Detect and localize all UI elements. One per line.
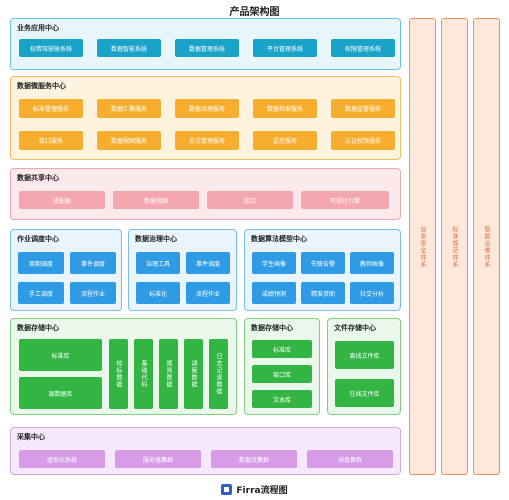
- algorithm-item-4[interactable]: 成绩预测: [252, 282, 296, 304]
- collection-center: 采集中心 虚拟化系统 服务器集群 数据流集群 消息集群: [10, 427, 401, 475]
- sharing-item-3[interactable]: 接口: [207, 191, 293, 209]
- microservice-item-3[interactable]: 数据治理服务: [175, 99, 239, 118]
- data-governance-center: 数据治理中心 治理工具 事件调度 标准化 流程作业: [128, 229, 237, 311]
- file-storage-item-1[interactable]: 离线文件库: [335, 341, 394, 369]
- microservice-item-7[interactable]: 数据视图服务: [97, 131, 161, 150]
- job-scheduling-center: 作业调度中心 周期调度 事件调度 手工调度 流程作业: [10, 229, 122, 311]
- business-item-4[interactable]: 平台管理系统: [253, 39, 317, 57]
- sharing-item-1[interactable]: 适配器: [19, 191, 105, 209]
- storage2-item-2[interactable]: 接口库: [252, 365, 312, 383]
- algorithm-item-1[interactable]: 学生画像: [252, 252, 296, 274]
- scheduling-item-1[interactable]: 周期调度: [18, 252, 64, 274]
- storage-vertical-3[interactable]: 规则数据: [159, 339, 178, 409]
- data-storage-center-title: 数据存储中心: [17, 324, 59, 332]
- pillar-standards[interactable]: 标准规范体系: [441, 18, 468, 475]
- pillar-operations[interactable]: 智能运维体系: [473, 18, 500, 475]
- collection-item-1[interactable]: 虚拟化系统: [19, 450, 105, 468]
- collection-item-4[interactable]: 消息集群: [307, 450, 393, 468]
- storage2-item-1[interactable]: 标准库: [252, 340, 312, 358]
- storage-vertical-2[interactable]: 基础代码: [134, 339, 153, 409]
- file-storage-item-2[interactable]: 在线文件库: [335, 379, 394, 407]
- data-sharing-center: 数据共享中心 适配器 数据视图 接口 可视化引擎: [10, 168, 401, 220]
- storage-source-db[interactable]: 源数据库: [19, 377, 102, 409]
- algorithm-item-5[interactable]: 精准资助: [301, 282, 345, 304]
- algorithm-item-6[interactable]: 社交分析: [350, 282, 394, 304]
- pillar-standards-label: 标准规范体系: [451, 225, 458, 268]
- business-app-center-title: 业务应用中心: [17, 24, 59, 32]
- microservice-item-2[interactable]: 数据汇聚服务: [97, 99, 161, 118]
- pillar-security-label: 信息安全体系: [419, 225, 426, 268]
- storage-vertical-4[interactable]: 调度数据: [184, 339, 203, 409]
- pillar-security[interactable]: 信息安全体系: [409, 18, 436, 475]
- algorithm-item-3[interactable]: 教师画像: [350, 252, 394, 274]
- business-app-center: 业务应用中心 校情驾驶舱系统 数据智能系统 数据管理系统 平台管理系统 权限管理…: [10, 18, 401, 70]
- data-sharing-center-title: 数据共享中心: [17, 174, 59, 182]
- collection-item-2[interactable]: 服务器集群: [115, 450, 201, 468]
- storage-vertical-1[interactable]: 校标数据: [109, 339, 128, 409]
- page-title: 产品架构图: [229, 7, 280, 18]
- business-item-5[interactable]: 权限管理系统: [331, 39, 395, 57]
- data-storage-center-2-title: 数据存储中心: [251, 324, 293, 332]
- governance-item-1[interactable]: 治理工具: [136, 252, 180, 274]
- microservice-item-6[interactable]: 接口服务: [19, 131, 83, 150]
- microservice-item-4[interactable]: 数据检索服务: [253, 99, 317, 118]
- scheduling-item-3[interactable]: 手工调度: [18, 282, 64, 304]
- governance-item-4[interactable]: 流程作业: [186, 282, 230, 304]
- file-storage-center-title: 文件存储中心: [334, 324, 376, 332]
- algorithm-item-2[interactable]: 失联告警: [301, 252, 345, 274]
- job-scheduling-center-title: 作业调度中心: [17, 235, 59, 243]
- business-item-1[interactable]: 校情驾驶舱系统: [19, 39, 83, 57]
- data-storage-center-2: 数据存储中心 标准库 接口库 文本库: [244, 318, 320, 415]
- sharing-item-4[interactable]: 可视化引擎: [301, 191, 389, 209]
- firra-logo-icon: [221, 484, 233, 495]
- footer-brand-text: Firra流程图: [236, 486, 288, 496]
- microservice-item-8[interactable]: 日志管理服务: [175, 131, 239, 150]
- business-item-2[interactable]: 数据智能系统: [97, 39, 161, 57]
- algorithm-model-center-title: 数据算法模型中心: [251, 235, 307, 243]
- microservice-item-5[interactable]: 数据监管服务: [331, 99, 395, 118]
- collection-center-title: 采集中心: [17, 433, 45, 441]
- governance-item-3[interactable]: 标准化: [136, 282, 180, 304]
- microservice-item-10[interactable]: 认证权限服务: [331, 131, 395, 150]
- footer-brand: Firra流程图: [0, 483, 509, 496]
- file-storage-center: 文件存储中心 离线文件库 在线文件库: [327, 318, 401, 415]
- microservice-item-9[interactable]: 监控服务: [253, 131, 317, 150]
- scheduling-item-4[interactable]: 流程作业: [70, 282, 116, 304]
- storage-standard-lib[interactable]: 标准库: [19, 339, 102, 371]
- data-storage-center: 数据存储中心 标准库 源数据库 校标数据 基础代码 规则数据 调度数据 日志记录…: [10, 318, 237, 415]
- sharing-item-2[interactable]: 数据视图: [113, 191, 199, 209]
- storage-vertical-5[interactable]: 日志记录数据: [209, 339, 228, 409]
- scheduling-item-2[interactable]: 事件调度: [70, 252, 116, 274]
- storage2-item-3[interactable]: 文本库: [252, 390, 312, 408]
- algorithm-model-center: 数据算法模型中心 学生画像 失联告警 教师画像 成绩预测 精准资助 社交分析: [244, 229, 401, 311]
- data-microservice-center-title: 数据微服务中心: [17, 82, 66, 90]
- business-item-3[interactable]: 数据管理系统: [175, 39, 239, 57]
- governance-item-2[interactable]: 事件调度: [186, 252, 230, 274]
- pillar-operations-label: 智能运维体系: [483, 225, 490, 268]
- microservice-item-1[interactable]: 标准管理服务: [19, 99, 83, 118]
- collection-item-3[interactable]: 数据流集群: [211, 450, 297, 468]
- data-microservice-center: 数据微服务中心 标准管理服务 数据汇聚服务 数据治理服务 数据检索服务 数据监管…: [10, 76, 401, 160]
- data-governance-center-title: 数据治理中心: [135, 235, 177, 243]
